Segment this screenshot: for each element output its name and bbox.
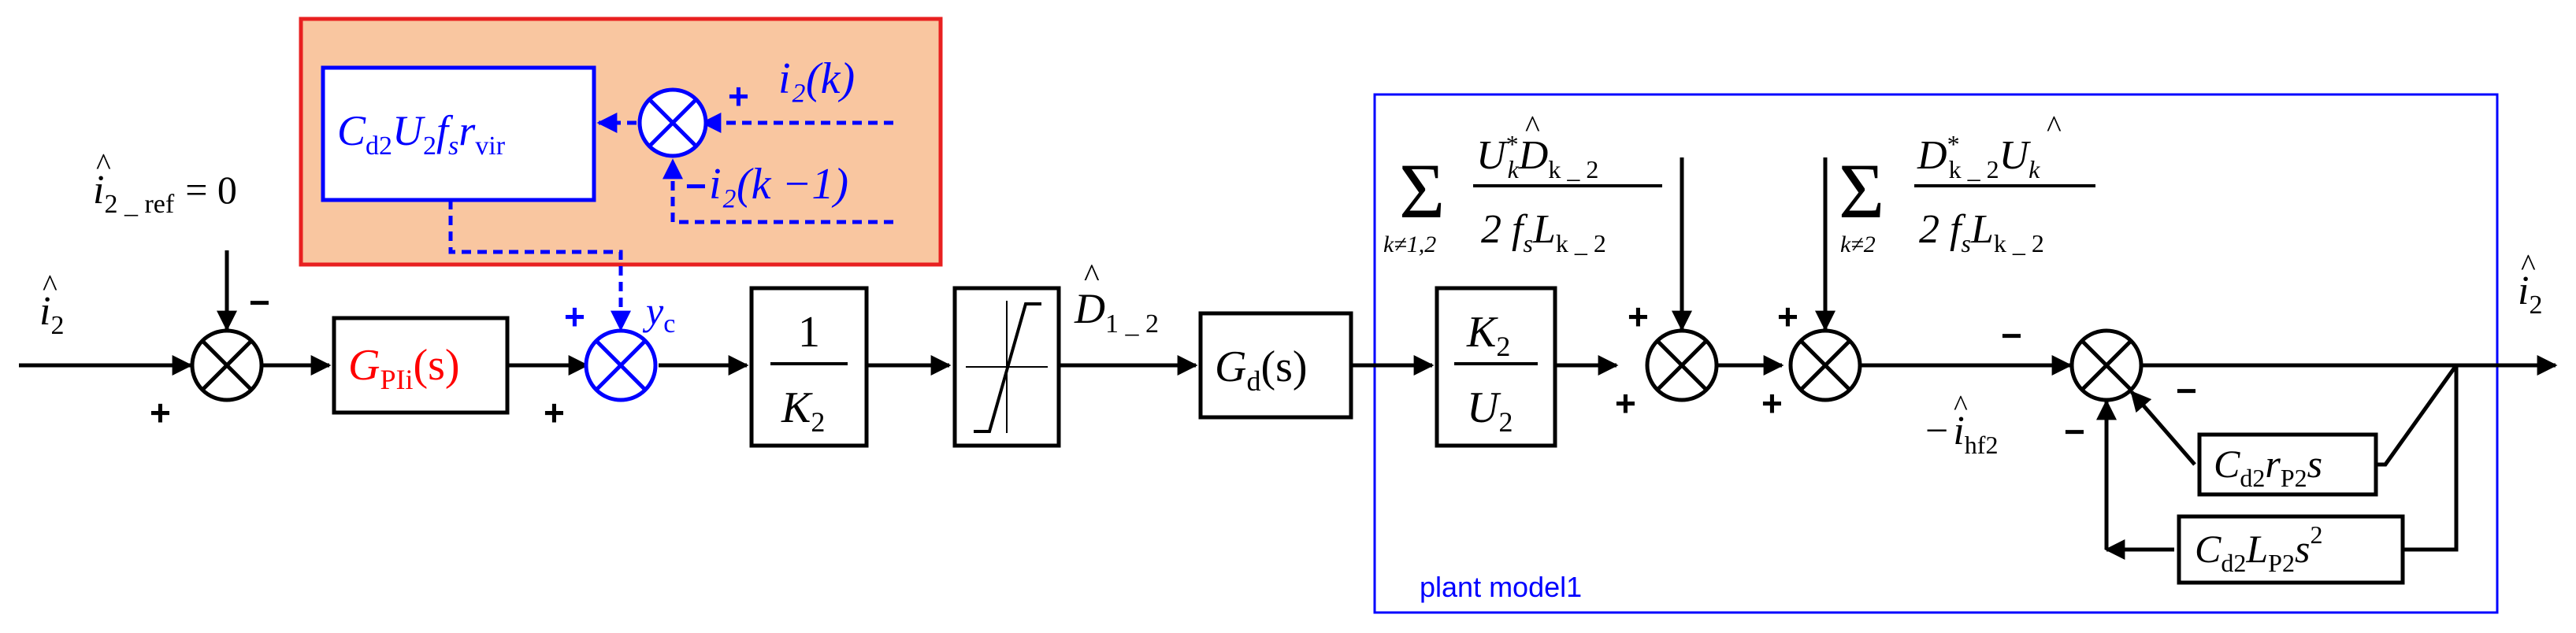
svg-text:U*kDk _ 2: U*kDk _ 2 xyxy=(1476,130,1598,183)
sign-plus-coupling1-left: + xyxy=(1615,383,1636,424)
duty-signal-label: D1 _ 2 ^ xyxy=(1074,258,1159,339)
i2-k-minus-1-label: i₂(k −1) xyxy=(709,160,848,209)
gd-block xyxy=(1198,311,1353,420)
svg-text:i2 _ ref= 0: i2 _ ref= 0 xyxy=(93,168,237,219)
svg-text:k≠2: k≠2 xyxy=(1840,231,1876,257)
pi-controller-label: GPIi(s) xyxy=(348,341,460,395)
svg-text:2 fsLk _ 2: 2 fsLk _ 2 xyxy=(1481,207,1606,257)
svg-text:D1 _ 2: D1 _ 2 xyxy=(1074,285,1159,339)
sign-minus-fb1: − xyxy=(2176,370,2197,411)
k2-over-u2-block xyxy=(1435,286,1557,448)
virtual-resistance-label: Cd2U2fsrvir xyxy=(337,107,506,161)
coupling-sum-2-expression: Σ k≠2 D*k _ 2Uk ^ 2 fsLk _ 2 xyxy=(1839,109,2095,257)
feedback-block-resistive xyxy=(2197,432,2378,497)
sum-junction-virtual-add xyxy=(584,328,658,402)
sign-plus-coupling2-top: + xyxy=(1777,296,1798,337)
reference-signal-label: i2 _ ref= 0 ^ xyxy=(93,146,237,219)
svg-text:^: ^ xyxy=(43,268,58,303)
inverse-gain-numerator: 1 xyxy=(798,308,820,357)
sign-plus-coupling2-left: + xyxy=(1761,383,1783,424)
sum-junction-coupling-2 xyxy=(1788,328,1862,402)
svg-text:2 fsLk _ 2: 2 fsLk _ 2 xyxy=(1919,207,2044,257)
feedback-inductive-label: Cd2LP2s2 xyxy=(2195,520,2322,577)
coupling-sum-1-expression: Σ k≠1,2 U*kDk _ 2 ^ 2 fsLk _ 2 xyxy=(1383,109,1662,257)
svg-text:Σ: Σ xyxy=(1399,147,1445,235)
svg-text:^: ^ xyxy=(1084,258,1100,294)
svg-text:^: ^ xyxy=(1954,390,1968,423)
sign-plus-input: + xyxy=(150,392,171,433)
k2u2-numerator: K2 xyxy=(1466,308,1510,362)
k2u2-denominator: U2 xyxy=(1467,383,1513,438)
svg-text:−ihf2: −ihf2 xyxy=(1925,409,1998,459)
sum-junction-output xyxy=(2069,328,2144,402)
svg-text:Σ: Σ xyxy=(1839,147,1884,235)
virtual-resistance-block xyxy=(321,65,596,202)
sign-plus-virtual-left: + xyxy=(544,392,565,433)
svg-text:^: ^ xyxy=(1525,109,1540,144)
sum-junction-virtual-diff xyxy=(637,87,708,158)
pi-controller-block xyxy=(332,316,510,415)
virtual-loop-wires xyxy=(448,113,893,331)
gd-label: Gd(s) xyxy=(1215,342,1308,397)
input-signal-label: i2 ^ xyxy=(39,268,64,340)
sign-minus-output-top: − xyxy=(2001,315,2022,356)
plant-model-label: plant model1 xyxy=(1420,571,1582,603)
sign-plus-coupling1-top: + xyxy=(1628,296,1649,337)
feedback-block-inductive xyxy=(2177,514,2405,585)
yc-label: yc xyxy=(642,289,675,339)
inverse-gain-denominator: K2 xyxy=(781,383,825,438)
svg-text:^: ^ xyxy=(2521,247,2536,283)
i2-k-label: i₂(k) xyxy=(778,54,855,103)
svg-text:D*k _ 2Uk: D*k _ 2Uk xyxy=(1917,130,2040,183)
svg-text:i2: i2 xyxy=(2518,268,2542,320)
saturation-curve-icon xyxy=(966,301,1048,433)
sign-minus-fb2: − xyxy=(2064,411,2085,452)
feedback-resistive-label: Cd2rP2s xyxy=(2214,442,2322,492)
svg-text:^: ^ xyxy=(96,146,111,182)
plant-model-region xyxy=(1373,93,2499,614)
inverse-gain-block xyxy=(749,286,869,448)
svg-text:^: ^ xyxy=(2047,109,2062,144)
sum-junction-coupling-1 xyxy=(1645,328,1719,402)
hf-current-label: −ihf2 ^ xyxy=(1925,390,1998,459)
sign-plus-virtual-top: + xyxy=(564,296,585,337)
output-signal-label: i2 ^ xyxy=(2518,247,2542,320)
sign-minus-i2k1: − xyxy=(685,165,707,206)
sign-minus-ref: − xyxy=(249,282,270,323)
svg-text:i2: i2 xyxy=(39,289,64,340)
svg-text:k≠1,2: k≠1,2 xyxy=(1383,231,1436,257)
sum-junction-1 xyxy=(190,328,264,402)
sign-plus-i2k: + xyxy=(728,76,749,117)
